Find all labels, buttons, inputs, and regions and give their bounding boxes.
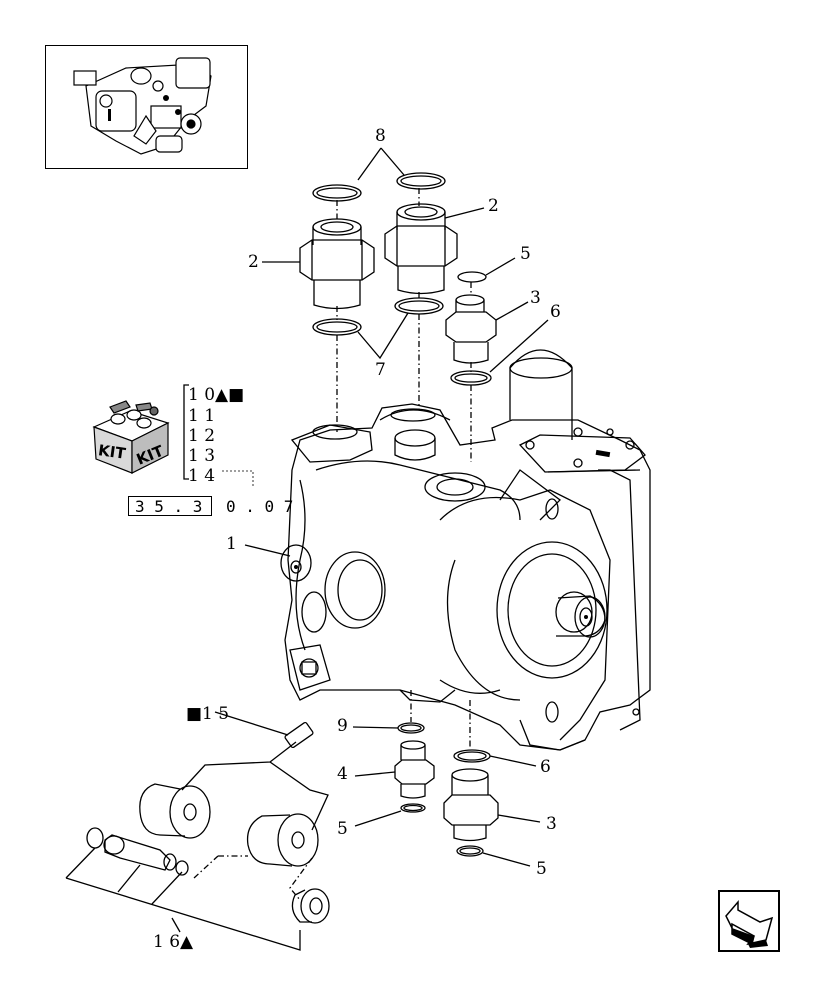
callout-5-mid: 5	[337, 819, 348, 839]
kit-item: 1 1	[188, 406, 216, 426]
reference-code: 3 5 . 3	[135, 497, 203, 516]
valve-cartridge	[86, 827, 189, 876]
callout-7: 7	[375, 360, 386, 380]
kit-item: 1 2	[188, 426, 216, 446]
thumbnail-assembly-icon	[73, 57, 212, 155]
kit-item: 1 0▲■	[188, 385, 245, 405]
pump-body	[280, 349, 651, 751]
callout-5-top: 5	[520, 244, 531, 264]
connector-15	[284, 721, 314, 749]
callout-2-left: 2	[248, 252, 259, 272]
kit-item: 1 4	[188, 466, 216, 486]
kit-items-list: 1 0▲■ 1 1 1 2 1 3 1 4	[182, 383, 254, 487]
solenoid-coil-left	[139, 783, 211, 839]
nut	[291, 888, 330, 924]
fitting-4	[394, 740, 435, 799]
kit-item: 1 3	[188, 446, 216, 466]
reference-box[interactable]: 3 5 . 3	[128, 496, 212, 516]
callout-15: ■1 5	[186, 704, 230, 724]
callout-2-right: 2	[488, 196, 499, 216]
callout-9: 9	[337, 716, 348, 736]
reference-suffix: 0 . 0 7	[226, 497, 294, 516]
fitting-2-right	[384, 203, 458, 295]
fitting-3-bottom	[443, 768, 499, 842]
fitting-3-top	[445, 294, 497, 364]
kit-box-icon: KIT KIT	[92, 400, 170, 474]
solenoid-coil-right	[246, 813, 319, 867]
callout-1: 1	[226, 534, 237, 554]
o-ring-8b	[396, 172, 446, 190]
callout-4: 4	[337, 764, 348, 784]
fitting-2-left	[299, 218, 375, 310]
callout-16: 1 6▲	[153, 932, 194, 952]
assembly-thumbnail	[45, 45, 248, 169]
callout-6-bottom: 6	[540, 757, 551, 777]
callout-8: 8	[375, 126, 386, 146]
kit-label-left: KIT	[97, 441, 127, 463]
callout-3-bottom: 3	[546, 814, 557, 834]
callout-6-top: 6	[550, 302, 561, 322]
callout-5-bottom: 5	[536, 859, 547, 879]
callout-3-top: 3	[530, 288, 541, 308]
next-page-arrow-icon[interactable]	[718, 890, 780, 952]
